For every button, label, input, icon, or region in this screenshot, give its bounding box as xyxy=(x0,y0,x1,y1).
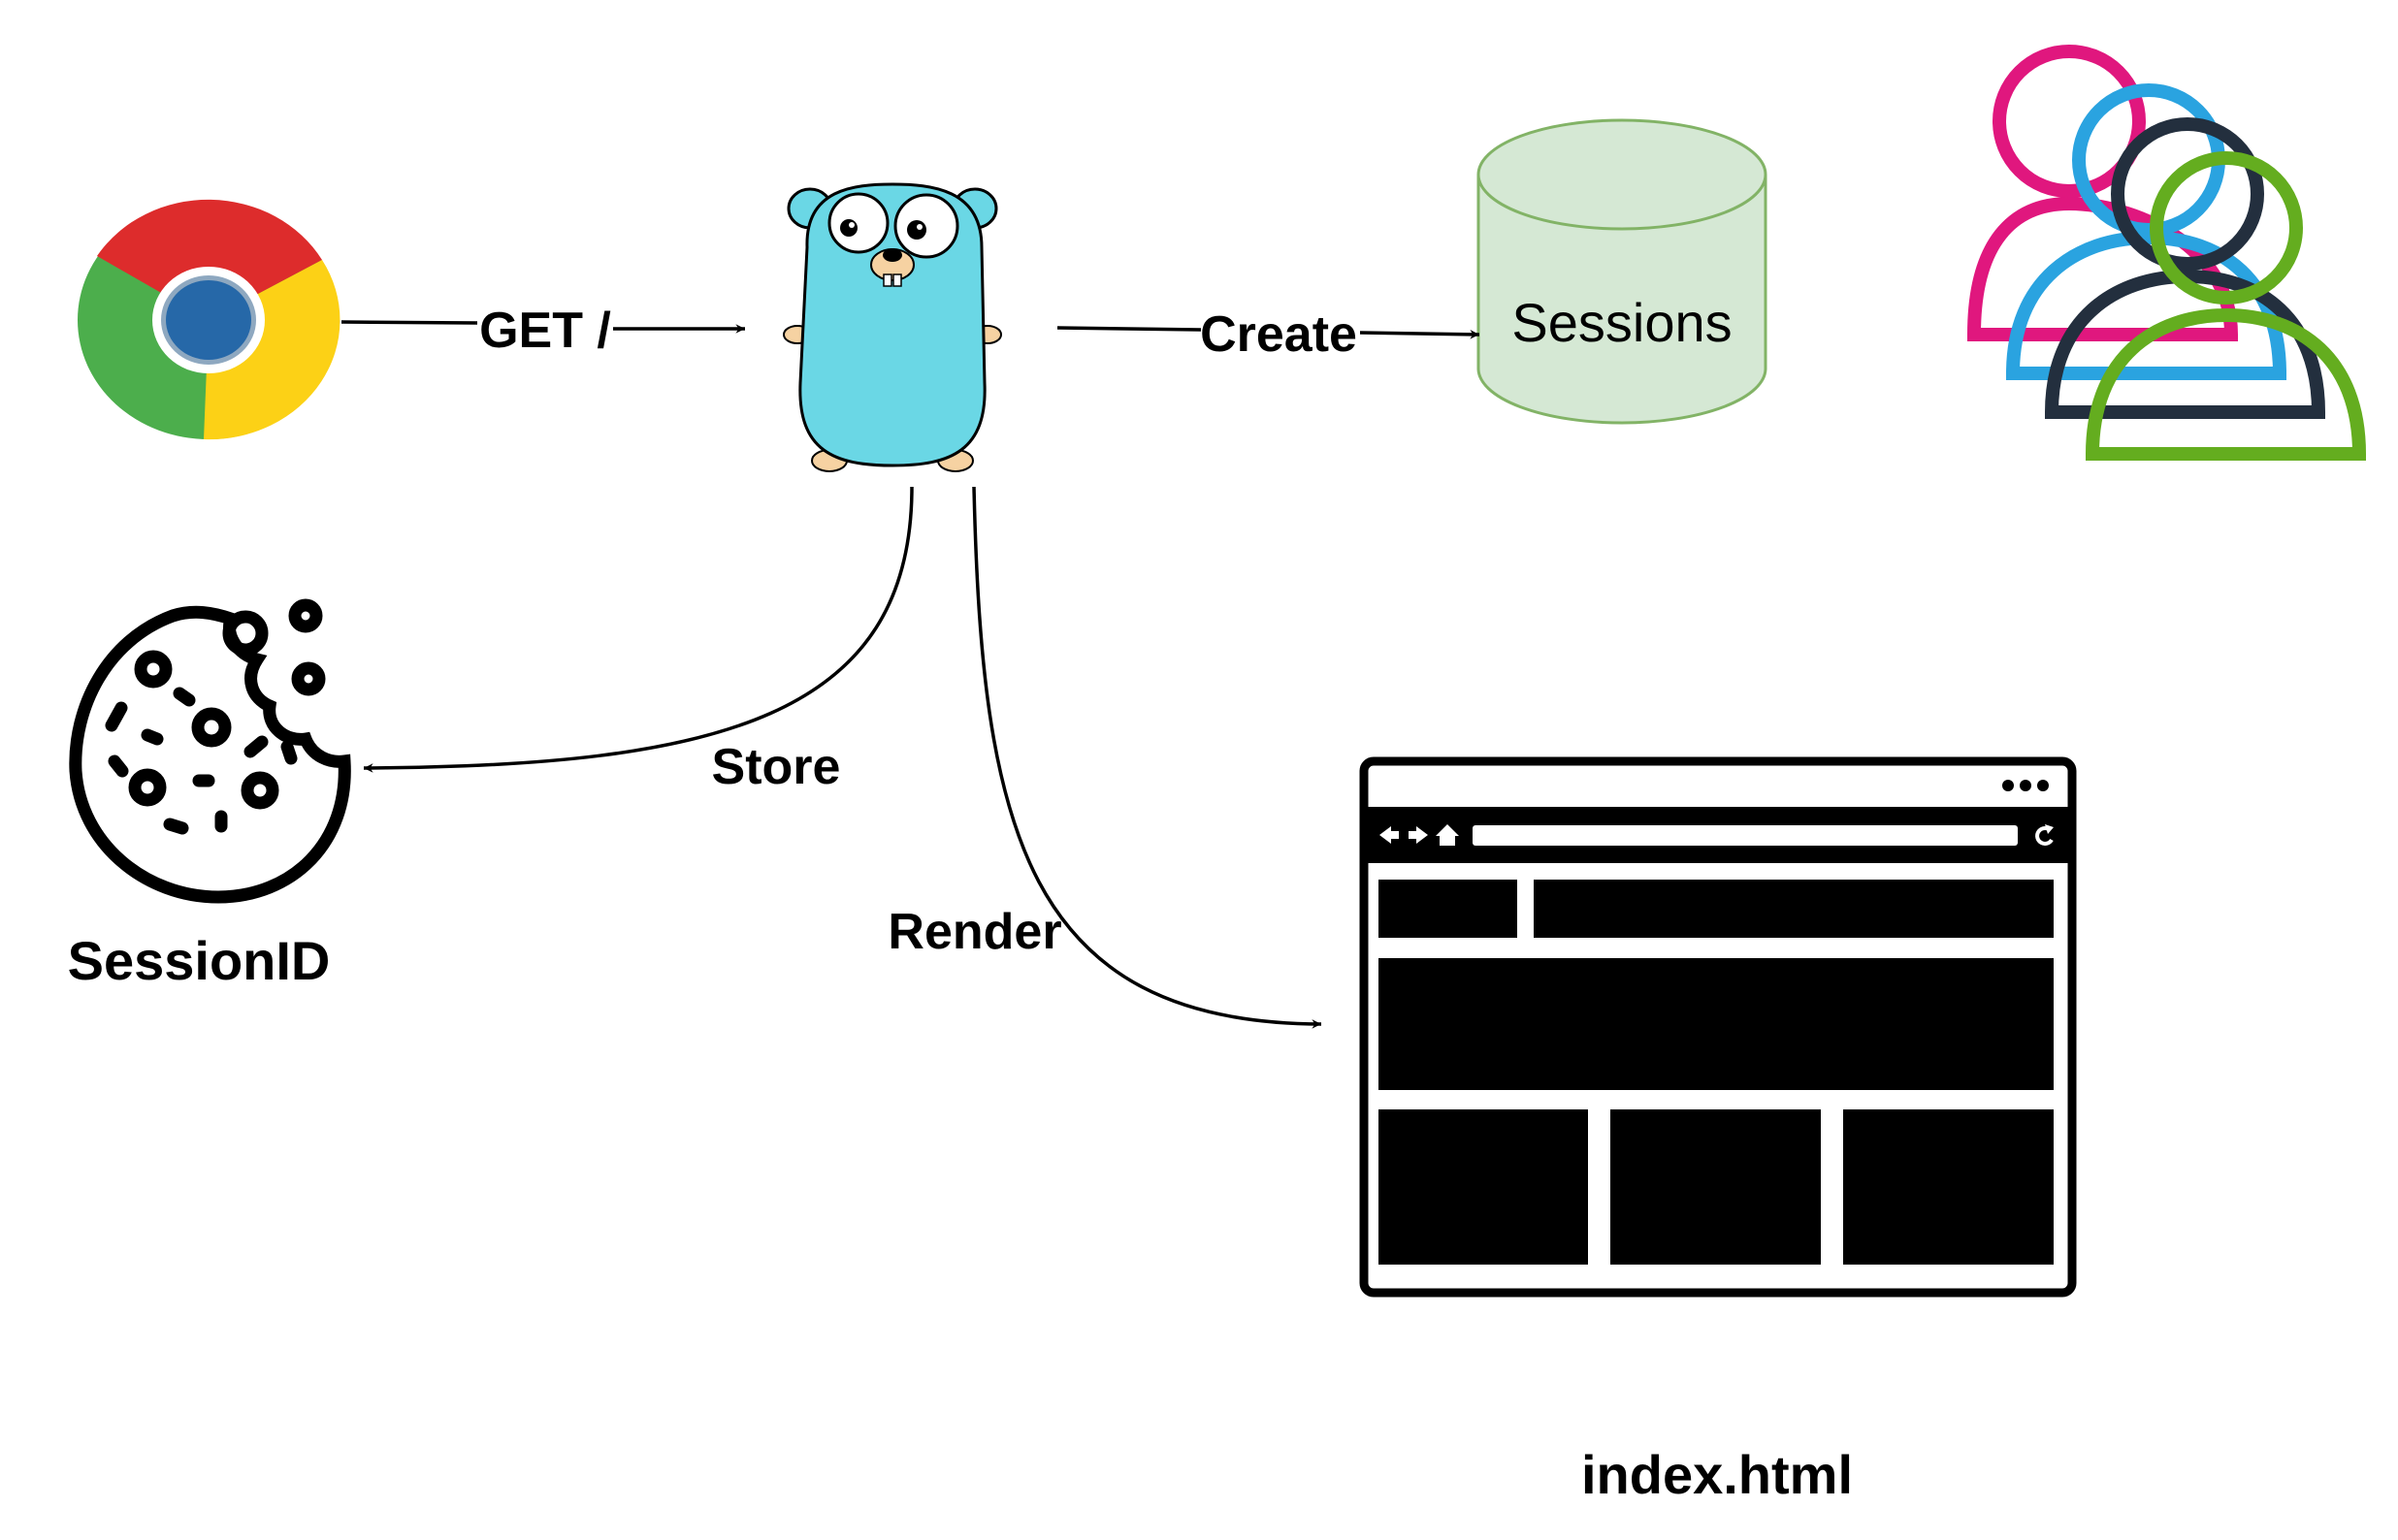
content-block xyxy=(1378,1109,1588,1265)
edge-render: Render xyxy=(888,486,1322,1029)
window-dot-icon xyxy=(2002,780,2014,791)
address-bar xyxy=(1473,825,2018,846)
user-navy-icon xyxy=(2044,117,2326,419)
cookie-icon xyxy=(69,598,351,904)
edge-get: GET / xyxy=(340,303,745,359)
edge-create: Create xyxy=(1056,306,1480,363)
content-block xyxy=(1378,958,2054,1090)
sessions-database: Sessions xyxy=(1476,118,1767,425)
user-green-icon xyxy=(2085,151,2367,461)
edge-create-label: Create xyxy=(1200,306,1357,363)
users-group-icon xyxy=(1966,45,2367,461)
edge-store-label: Store xyxy=(712,739,841,795)
window-dot-icon xyxy=(2037,780,2049,791)
sessions-label: Sessions xyxy=(1511,292,1732,353)
reload-icon xyxy=(2035,826,2054,846)
go-gopher-icon xyxy=(783,182,1002,472)
content-block xyxy=(1534,880,2054,938)
web-page-icon xyxy=(1359,756,2077,1298)
home-icon xyxy=(1436,824,1459,846)
chrome-browser-icon xyxy=(78,199,340,440)
content-block xyxy=(1378,880,1517,938)
window-dot-icon xyxy=(2020,780,2031,791)
session-id-label: SessionID xyxy=(68,930,331,991)
index-html-label: index.html xyxy=(1581,1444,1853,1505)
nav-arrows-icon xyxy=(1379,826,1428,844)
content-block xyxy=(1843,1109,2054,1265)
edge-get-label: GET / xyxy=(479,303,611,359)
edge-store: Store xyxy=(363,486,914,795)
content-block xyxy=(1610,1109,1821,1265)
edge-render-label: Render xyxy=(888,904,1061,960)
